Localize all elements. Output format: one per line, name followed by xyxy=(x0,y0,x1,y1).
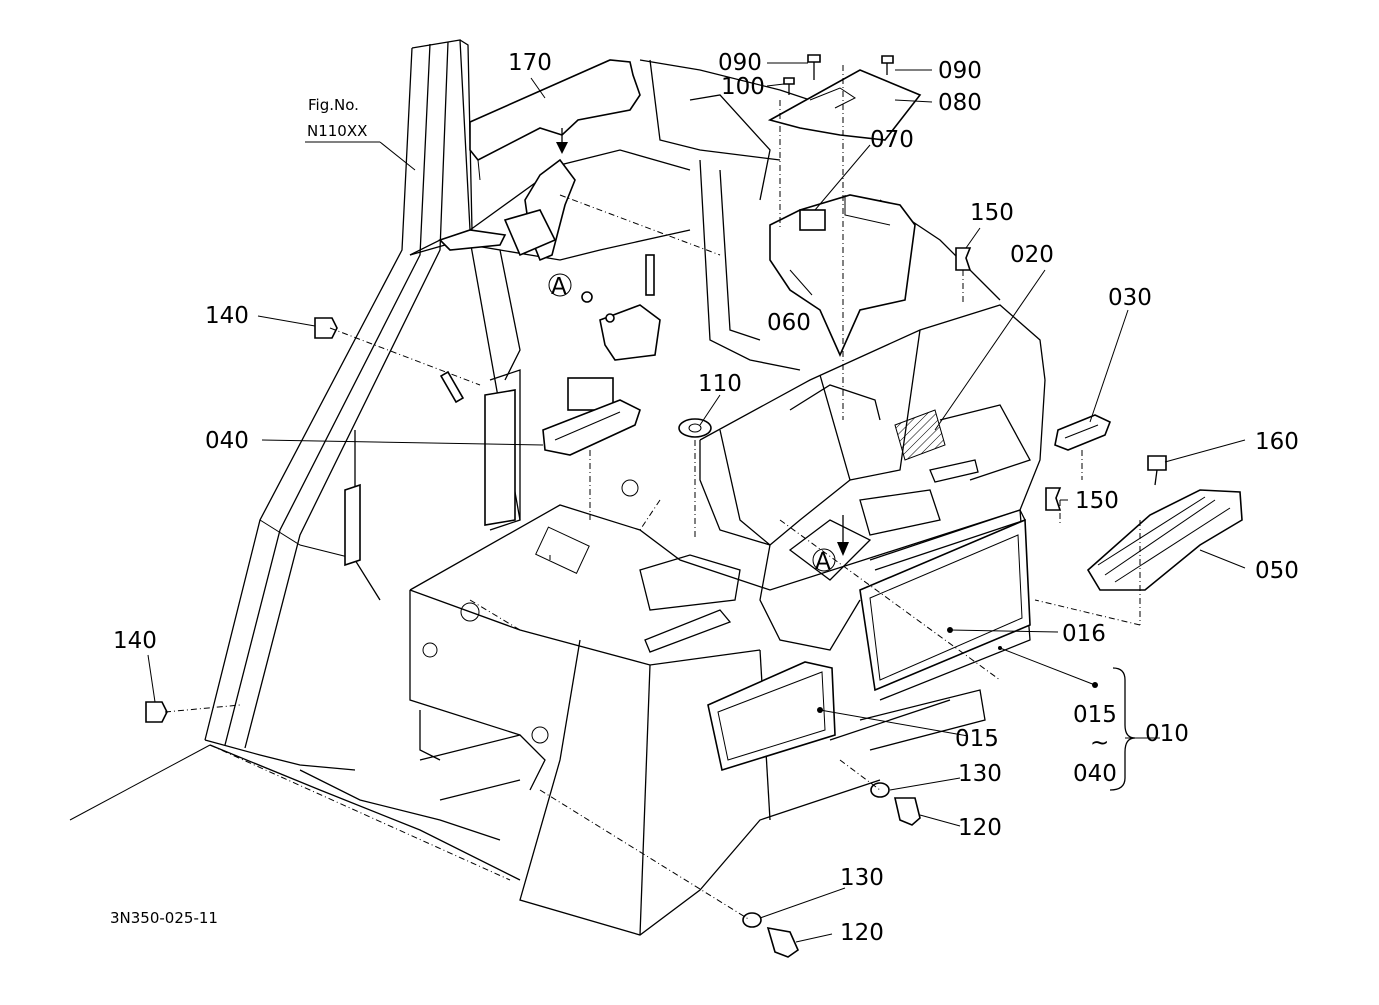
callout-130-bottom: 130 xyxy=(840,865,884,891)
callout-016: 016 xyxy=(1062,621,1106,647)
callout-040: 040 xyxy=(205,428,249,454)
part-050-step xyxy=(1086,489,1243,591)
callout-150-top: 150 xyxy=(970,200,1014,226)
drawing-number: 3N350-025-11 xyxy=(110,909,218,927)
callout-130-right: 130 xyxy=(958,761,1002,787)
callout-020: 020 xyxy=(1010,242,1054,268)
callout-060: 060 xyxy=(767,310,811,336)
bracket-assembly xyxy=(344,158,661,567)
fig-ref-line1: Fig.No. xyxy=(308,96,359,114)
range-tilde: ~ xyxy=(1090,730,1109,756)
callout-140-bottom: 140 xyxy=(113,628,157,654)
view-marker-a-lower: A xyxy=(815,549,831,575)
callout-040-range: 040 xyxy=(1073,761,1117,787)
part-170-cover xyxy=(469,59,641,181)
callout-015-range: 015 xyxy=(1073,702,1117,728)
cab-frame xyxy=(69,39,1001,881)
callout-labels: Fig.No. N110XX 170 090 100 090 080 070 0… xyxy=(110,50,1299,946)
callout-090-right: 090 xyxy=(938,58,982,84)
part-015-panel xyxy=(707,661,836,772)
callout-140-top: 140 xyxy=(205,303,249,329)
callout-170: 170 xyxy=(508,50,552,76)
fig-ref-line2: N110XX xyxy=(307,122,367,140)
part-016-panel xyxy=(859,518,1031,692)
upper-console xyxy=(699,304,1046,651)
callout-120-bottom: 120 xyxy=(840,920,884,946)
view-marker-a-upper: A xyxy=(551,274,567,300)
leader-dots xyxy=(817,627,1098,713)
callout-015-panel: 015 xyxy=(955,726,999,752)
callout-030: 030 xyxy=(1108,285,1152,311)
callout-090-left: 090 xyxy=(718,50,762,76)
callout-080: 080 xyxy=(938,90,982,116)
part-080-plate xyxy=(767,69,922,141)
leader-lines xyxy=(147,62,1246,943)
callout-070: 070 xyxy=(870,127,914,153)
callout-120-right: 120 xyxy=(958,815,1002,841)
callout-110: 110 xyxy=(698,371,742,397)
fasteners xyxy=(145,54,1167,958)
callout-160: 160 xyxy=(1255,429,1299,455)
part-040-grommet xyxy=(542,399,641,456)
callout-100: 100 xyxy=(721,74,765,100)
callout-050: 050 xyxy=(1255,558,1299,584)
callout-010: 010 xyxy=(1145,721,1189,747)
callout-150-right: 150 xyxy=(1075,488,1119,514)
assembly-lines xyxy=(164,65,1141,921)
range-bracket xyxy=(1109,667,1160,791)
part-110-cap xyxy=(678,418,712,438)
part-030-grommet xyxy=(1054,414,1112,451)
view-arrows xyxy=(556,128,849,556)
